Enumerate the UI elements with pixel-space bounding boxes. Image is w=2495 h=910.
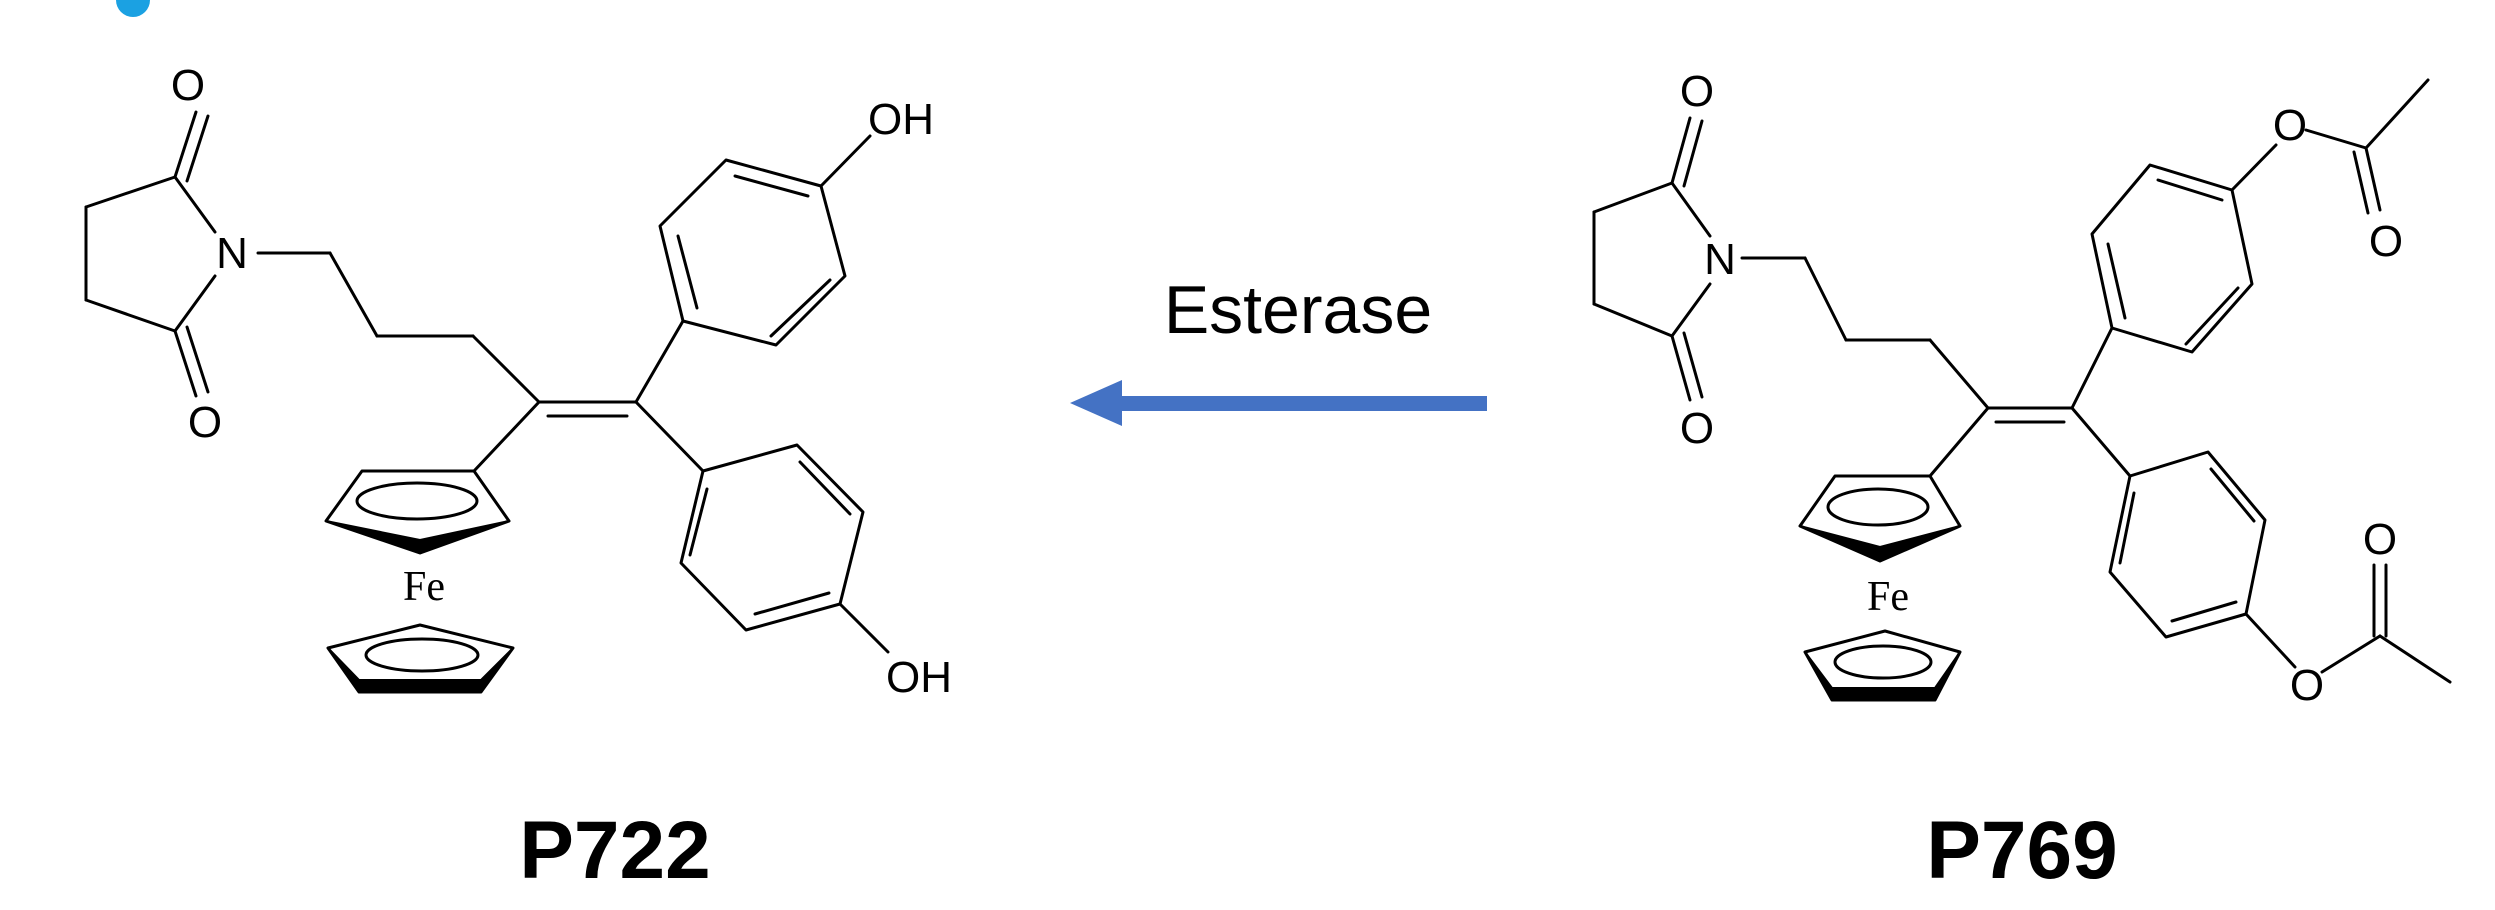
- phenol-ring-upper: [634, 134, 872, 404]
- atom-oxygen: O: [171, 61, 205, 110]
- acetate-group-lower: [2320, 563, 2452, 684]
- phenol-ring-lower: [634, 400, 890, 654]
- compound-label-p769: P769: [1926, 805, 2118, 896]
- atom-iron: Fe: [403, 564, 445, 610]
- acetate-group-upper: [2304, 78, 2430, 215]
- atom-oxygen-ester: O: [2290, 661, 2324, 710]
- atom-oxygen-ester: O: [2273, 101, 2307, 150]
- succinimide-ring: [84, 110, 217, 398]
- molecule-p722: O O N Fe: [84, 61, 952, 702]
- ferrocene: [324, 469, 515, 694]
- aryl-ring-lower: [2070, 406, 2297, 669]
- accent-dot: [116, 0, 150, 17]
- atom-oxygen: O: [1680, 67, 1714, 116]
- atom-oxygen-carbonyl: O: [2369, 217, 2403, 266]
- ferrocene: [1798, 474, 1962, 702]
- reaction-arrow: [1070, 380, 1487, 426]
- alkene-double-bond: [537, 400, 638, 418]
- alkyl-chain: [256, 251, 541, 404]
- alkyl-chain: [1740, 256, 1990, 410]
- atom-oxygen: O: [188, 398, 222, 447]
- atom-oxygen: O: [1680, 404, 1714, 453]
- bond-to-ferrocene: [1928, 406, 1990, 478]
- atom-oxygen-carbonyl: O: [2363, 515, 2397, 564]
- bond-to-ferrocene: [472, 400, 541, 473]
- alkene-double-bond: [1986, 406, 2074, 424]
- compound-label-p722: P722: [519, 805, 711, 896]
- atom-nitrogen: N: [216, 229, 248, 278]
- atom-hydroxyl: OH: [886, 653, 952, 702]
- arrow-label-esterase: Esterase: [1164, 272, 1432, 348]
- atom-iron: Fe: [1867, 574, 1909, 620]
- aryl-ring-upper: [2070, 143, 2278, 410]
- succinimide-ring: [1592, 116, 1712, 402]
- atom-nitrogen: N: [1704, 235, 1736, 284]
- atom-hydroxyl: OH: [868, 95, 934, 144]
- molecule-p769: O O N Fe: [1592, 67, 2452, 710]
